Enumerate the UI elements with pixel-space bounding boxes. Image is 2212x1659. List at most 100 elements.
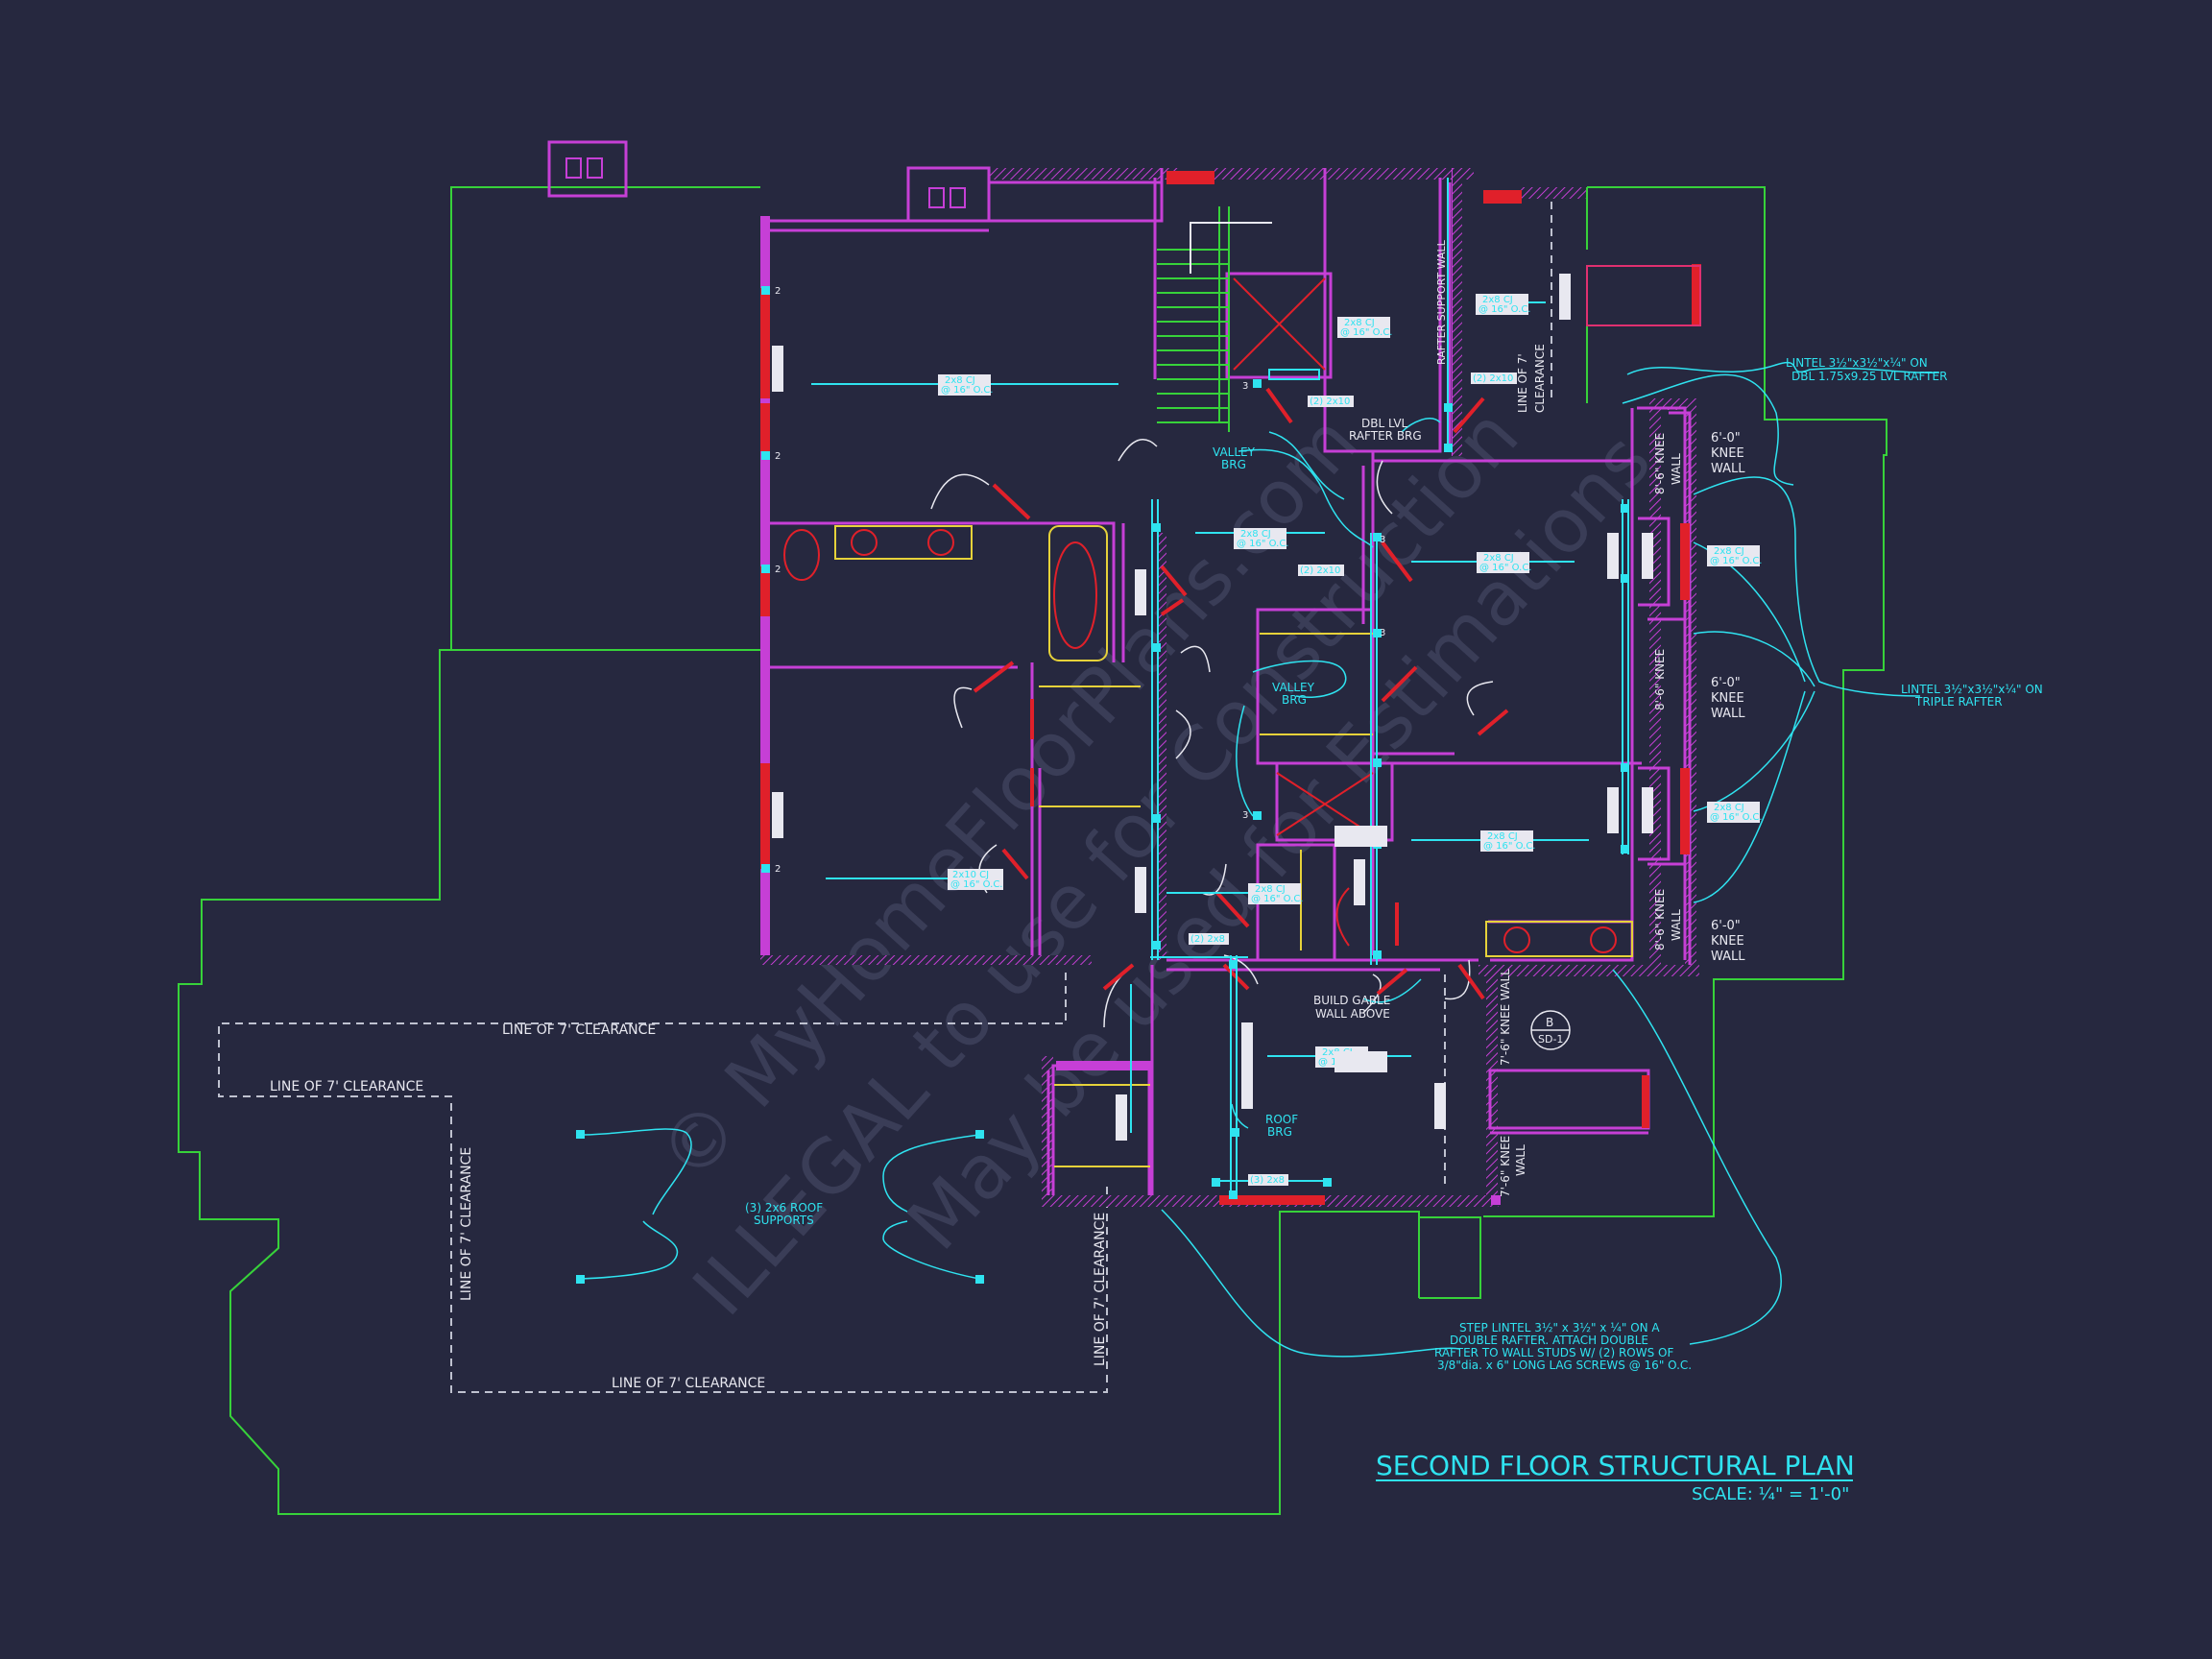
note-lintel-mid: TRIPLE RAFTER — [1914, 695, 2003, 709]
tag-2x8-cj: 2x8 CJ — [1714, 546, 1744, 557]
note-lintel-top: DBL 1.75x9.25 LVL RAFTER — [1791, 370, 1947, 383]
knee-height: 6'-0" — [1711, 676, 1741, 690]
note-gable-wall: BUILD GABLE — [1313, 994, 1390, 1007]
notes: LINTEL 3½"x3½"x¼" ON DBL 1.75x9.25 LVL R… — [745, 239, 2043, 1372]
tag-header-2x10: (2) 2x10 — [1473, 373, 1513, 384]
tag-2x8-cj: 2x8 CJ — [1487, 831, 1518, 842]
tag-header-3-2x8: (3) 2x8 — [1250, 1175, 1285, 1186]
tag-spacing: @ 16" O.C. — [1710, 556, 1763, 566]
knee-height: 6'-0" — [1711, 431, 1741, 445]
clearance-label-right-vertical: LINE OF 7' CLEARANCE — [1093, 1213, 1108, 1366]
tag-header-2x10: (2) 2x10 — [1310, 397, 1350, 407]
tag-spacing: @ 16" O.C. — [950, 879, 1003, 890]
note-roof-supports: (3) 2x6 ROOF — [745, 1201, 823, 1214]
post-count: 2 — [775, 864, 781, 875]
note-step-lintel: 3/8"dia. x 6" LONG LAG SCREWS @ 16" O.C. — [1437, 1358, 1692, 1372]
note-valley-top: VALLEY — [1213, 445, 1256, 459]
stair — [1157, 206, 1272, 432]
bath-fixtures — [834, 525, 1633, 1167]
knee-7-label: WALL — [1514, 1144, 1527, 1176]
post-count: 2 — [775, 565, 781, 575]
drawing-title: SECOND FLOOR STRUCTURAL PLAN — [1376, 1450, 1855, 1481]
vertical-tags — [772, 274, 1653, 1141]
note-valley-mid: VALLEY — [1272, 681, 1315, 694]
leader-lines — [580, 361, 1940, 1358]
note-step-lintel: STEP LINTEL 3½" x 3½" x ¼" ON A — [1459, 1321, 1660, 1334]
tag-2x8-cj: 2x8 CJ — [1344, 318, 1375, 328]
tag-header-2x8: (2) 2x8 — [1190, 934, 1225, 945]
knee-8-label: 8'-6" KNEE — [1653, 433, 1667, 494]
note-gable-wall: WALL ABOVE — [1315, 1007, 1390, 1021]
note-valley-top: BRG — [1221, 458, 1246, 471]
tag-2x8-cj: 2x8 CJ — [1483, 553, 1514, 564]
knee-label: WALL — [1711, 462, 1745, 476]
post-count: 3 — [1242, 810, 1248, 821]
tag-spacing: @ 16" O.C. — [1340, 327, 1393, 338]
post-count: 2 — [775, 451, 781, 462]
section-marker: B SD-1 — [1530, 1010, 1571, 1050]
tag-spacing: @ 16" O.C. — [1479, 563, 1532, 573]
tag-2x8-cj: 2x8 CJ — [1714, 803, 1744, 813]
note-roof-brg: BRG — [1267, 1125, 1292, 1139]
tag-2x8-cj: 2x8 CJ — [1482, 295, 1513, 305]
knee-label: KNEE — [1711, 691, 1744, 706]
note-line-clearance: CLEARANCE — [1533, 344, 1547, 413]
knee-8-label: WALL — [1670, 909, 1683, 941]
note-step-lintel: DOUBLE RAFTER. ATTACH DOUBLE — [1450, 1334, 1648, 1347]
section-sheet: SD-1 — [1538, 1033, 1563, 1046]
section-id: B — [1546, 1016, 1553, 1029]
tag-2x8-cj: 2x8 CJ — [1255, 884, 1286, 895]
elevator-shaft — [1233, 277, 1374, 836]
tag-2x8-cj: 2x8 CJ — [945, 375, 975, 386]
post-count: 3 — [1242, 381, 1248, 392]
note-roof-supports: SUPPORTS — [754, 1214, 814, 1227]
knee-label: KNEE — [1711, 934, 1744, 949]
tag-spacing: @ 16" O.C. — [1483, 841, 1536, 852]
clearance-labels: LINE OF 7' CLEARANCE LINE OF 7' CLEARANC… — [270, 1022, 1108, 1391]
post-count: 3 — [1380, 628, 1385, 638]
post-count: 2 — [775, 286, 781, 297]
tag-spacing: @ 16" O.C. — [1479, 304, 1531, 315]
knee-label: WALL — [1711, 950, 1745, 964]
knee-7-label: 7'-6" KNEE WALL — [1499, 969, 1512, 1066]
clearance-label-bottom: LINE OF 7' CLEARANCE — [612, 1376, 765, 1391]
knee-8-label: WALL — [1670, 453, 1683, 485]
post-count: 3 — [1380, 535, 1385, 545]
note-line-clearance: LINE OF 7' — [1516, 353, 1529, 413]
tag-2x8-cj: 2x8 CJ — [1240, 529, 1271, 540]
tag-spacing: @ 16" O.C. — [1251, 894, 1304, 904]
note-roof-brg: ROOF — [1265, 1113, 1298, 1126]
clearance-label-left-vertical: LINE OF 7' CLEARANCE — [459, 1147, 474, 1301]
clearance-label-upper-left: LINE OF 7' CLEARANCE — [270, 1079, 423, 1094]
knee-wall-labels: 6'-0" KNEE WALL 6'-0" KNEE WALL 6'-0" KN… — [1499, 431, 1745, 1197]
roof-vents — [548, 141, 990, 222]
note-dbl-lvl: DBL LVL — [1361, 417, 1408, 430]
roof-envelope — [178, 186, 1887, 1515]
knee-height: 6'-0" — [1711, 919, 1741, 933]
note-lintel-top: LINTEL 3½"x3½"x¼" ON — [1786, 356, 1928, 370]
knee-label: KNEE — [1711, 446, 1744, 461]
tag-spacing: @ 16" O.C. — [1237, 539, 1289, 549]
knee-label: WALL — [1711, 707, 1745, 721]
tag-2x10-cj: 2x10 CJ — [952, 870, 989, 880]
note-dbl-lvl: RAFTER BRG — [1349, 429, 1422, 443]
tag-header-2x10: (2) 2x10 — [1300, 565, 1340, 576]
note-lintel-mid: LINTEL 3½"x3½"x¼" ON — [1901, 683, 2043, 696]
knee-8-label: 8'-6" KNEE — [1653, 649, 1667, 710]
knee-7-label: 7'-6" KNEE — [1499, 1136, 1512, 1197]
door-leaves — [973, 387, 1509, 1000]
tag-spacing: @ 16" O.C. — [941, 385, 994, 396]
openings — [760, 171, 1701, 1205]
title-block: SECOND FLOOR STRUCTURAL PLAN SCALE: ¼" =… — [1376, 1450, 1855, 1504]
tag-spacing: @ 16" O.C. — [1710, 812, 1763, 823]
note-step-lintel: RAFTER TO WALL STUDS W/ (2) ROWS OF — [1434, 1346, 1673, 1359]
drawing-scale: SCALE: ¼" = 1'-0" — [1692, 1484, 1849, 1504]
knee-8-label: 8'-6" KNEE — [1653, 889, 1667, 950]
clearance-lines — [218, 202, 1552, 1393]
joist-tags: 2x8 CJ @ 16" O.C. 2x10 CJ @ 16" O.C. 2x8… — [775, 286, 1763, 1186]
note-rafter-wall: RAFTER SUPPORT WALL — [1435, 239, 1448, 365]
note-valley-mid: BRG — [1282, 693, 1307, 707]
post-markers — [761, 286, 1629, 1199]
clearance-label-top: LINE OF 7' CLEARANCE — [502, 1022, 656, 1038]
